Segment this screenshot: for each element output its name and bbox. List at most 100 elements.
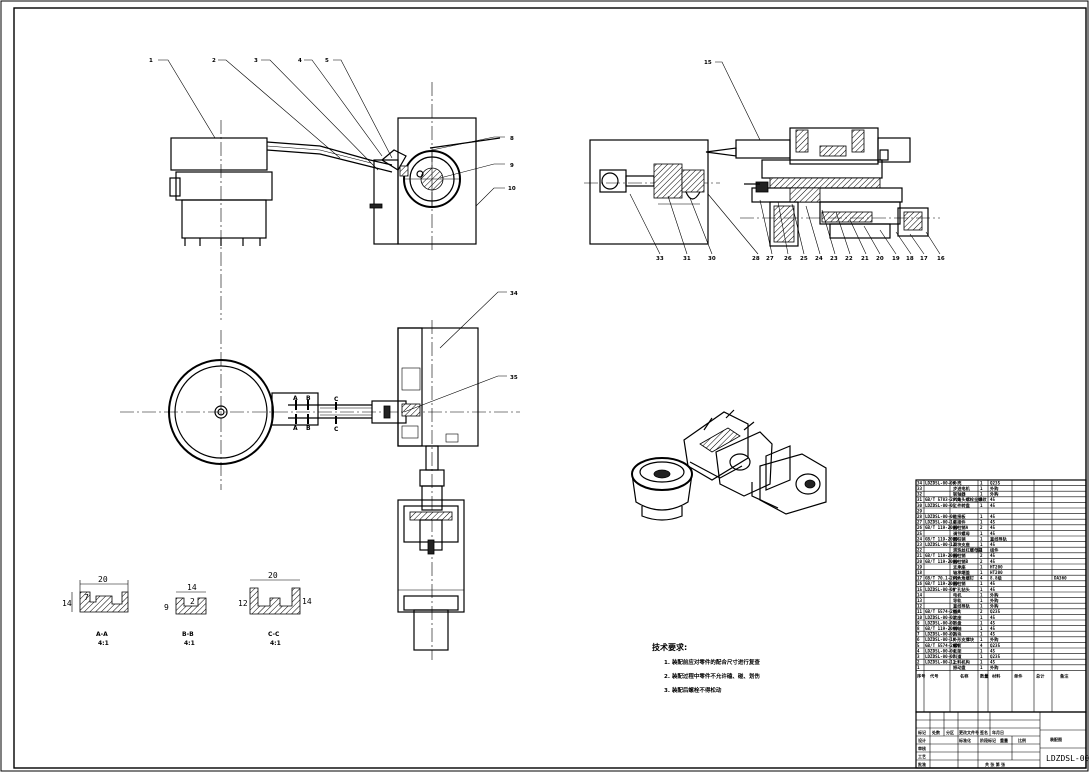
feeder-top-view: A A B B C C — [120, 330, 520, 490]
section-b-b: 14 9 2 B-B 4:1 — [164, 583, 207, 647]
requirement-2: 2. 装配过程中零件不允许磕、碰、划伤 — [664, 672, 760, 680]
bom-material: 45 — [990, 587, 996, 592]
callout-17: 17 — [920, 256, 928, 262]
bom-code: LDZDSL-00-11 — [925, 660, 956, 665]
bom-material: 45 — [990, 497, 996, 502]
requirements-title: 技术要求: — [652, 642, 687, 652]
callout-10: 10 — [508, 186, 516, 192]
bom-material: Q235 — [990, 609, 1001, 614]
callouts-middle: 34 35 — [403, 291, 518, 413]
bom-name: 导轨 — [953, 597, 962, 604]
bom-name: 轴承端盖 — [953, 569, 971, 576]
bom-name: 连接件 — [953, 519, 966, 526]
bom-qty: 2 — [980, 525, 983, 530]
bom-header-cell: 单件 — [1014, 672, 1023, 679]
bom-name: 料道 — [953, 653, 962, 660]
bom-name: 步进电机 — [953, 485, 971, 492]
bom-qty: 1 — [980, 564, 983, 569]
callout-2: 2 — [212, 58, 216, 64]
technical-requirements: 技术要求: 1. 装配前应对零件的配合尺寸进行复查 2. 装配过程中零件不允许磕… — [652, 642, 760, 694]
section-c-height: 12 — [238, 599, 248, 608]
bom-code: LDZDSL-00-03 — [925, 632, 956, 637]
bom-material: 45 — [990, 542, 996, 547]
stage-label: 阶段标记 — [980, 737, 996, 743]
bom-name: 销轴 — [953, 625, 961, 632]
drawing-number: LDZDSL-00 — [1046, 754, 1089, 763]
callout-27: 27 — [766, 256, 774, 262]
bom-name: 滑块支座 — [953, 541, 971, 548]
role-design: 设计 — [918, 737, 926, 743]
requirement-3: 3. 装配后螺栓不得松动 — [664, 686, 722, 694]
signature-label: 签名 — [979, 729, 988, 735]
bom-material: 45 — [990, 531, 996, 536]
section-mark-a-bottom: A — [293, 425, 298, 432]
callout-24: 24 — [815, 256, 823, 262]
bom-qty: 4 — [980, 643, 983, 648]
callout-19: 19 — [892, 256, 900, 262]
bom-material: Q235 — [990, 480, 1001, 485]
bom-qty: 1 — [980, 648, 983, 653]
bom-qty: 1 — [980, 660, 983, 665]
bom-index: 19 — [917, 564, 923, 569]
bom-index: 33 — [917, 486, 923, 491]
bom-index: 8 — [917, 626, 920, 631]
bom-name: 外壳 — [953, 479, 962, 486]
bom-code: LDZDSL-00-07 — [925, 654, 956, 659]
bom-name: 上料机构 — [953, 659, 970, 666]
bom-qty: 1 — [980, 480, 983, 485]
scale-label: 比例 — [1018, 737, 1026, 743]
bom-material: 组件 — [990, 547, 999, 554]
bom-code: LDZDSL-00-09 — [925, 587, 956, 592]
callouts-top-right: 15 33 31 30 28 27 26 25 24 23 22 21 20 1… — [629, 60, 945, 262]
bom-index: 31 — [917, 497, 923, 502]
bom-index: 9 — [917, 620, 920, 625]
bom-name: 扩孔钻头 — [953, 586, 971, 593]
bom-code: GB/T 70.1-2000 — [925, 576, 961, 581]
bom-header-cell: 序号 — [917, 672, 925, 679]
weight-label: 重量 — [1000, 737, 1008, 743]
bom-qty: 1 — [980, 598, 983, 603]
bom-header-cell: 备注 — [1060, 672, 1069, 679]
feeder-side-view — [169, 82, 501, 320]
bom-qty: 2 — [980, 609, 983, 614]
bom-qty: 1 — [980, 492, 983, 497]
bom-name: 螺钉 — [953, 642, 962, 649]
bom-name: 圆柱销B — [953, 558, 969, 565]
bom-name: 圆柱销 — [953, 552, 966, 559]
bom-index: 21 — [917, 553, 923, 558]
requirement-1: 1. 装配前应对零件的配合尺寸进行复查 — [664, 658, 760, 666]
bom-code: GB/T 119-2000 — [925, 525, 958, 530]
role-process: 工艺 — [918, 753, 926, 759]
bom-code: LDZDSL-00-14 — [925, 520, 956, 525]
callout-16: 16 — [937, 256, 945, 262]
bom-name: 联轴器 — [953, 491, 966, 498]
bom-qty: 1 — [980, 581, 983, 586]
bom-qty: 2 — [980, 559, 983, 564]
bom-index: 3 — [917, 654, 920, 659]
bom-qty: 1 — [980, 615, 983, 620]
bom-index: 16 — [917, 581, 923, 586]
bom-index: 17 — [917, 576, 923, 581]
bom-material: 45 — [990, 620, 996, 625]
callout-30: 30 — [708, 256, 716, 262]
bom-code: GB/T 5783-2000 — [925, 497, 961, 502]
bom-index: 2 — [917, 660, 920, 665]
change-doc-label: 更改文件号 — [959, 729, 979, 735]
bom-index: 5 — [917, 643, 920, 648]
bom-code: LDZDSL-00-01 — [925, 615, 956, 620]
section-b-height: 9 — [164, 603, 169, 612]
bom-code: LDZDSL-00-12 — [925, 542, 956, 547]
callouts-top-left: 1 2 3 4 5 8 9 10 — [149, 58, 516, 207]
